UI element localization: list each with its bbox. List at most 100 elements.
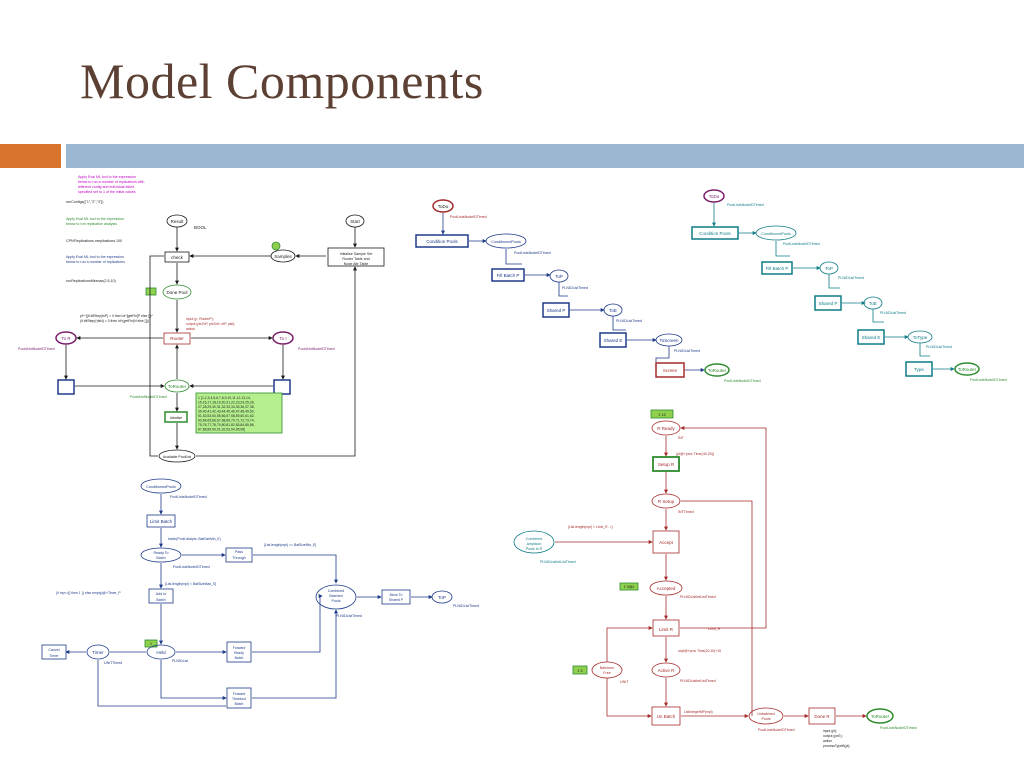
svg-text:Add to: Add to bbox=[156, 592, 166, 596]
svg-text:Samples: Samples bbox=[274, 254, 292, 259]
svg-text:UNIT: UNIT bbox=[620, 680, 629, 684]
place-done-pool[interactable] bbox=[162, 284, 192, 300]
svg-text:input (p, RouterP);: input (p, RouterP); bbox=[186, 317, 214, 321]
transition-limit-batch[interactable] bbox=[146, 514, 176, 528]
place-to-i[interactable] bbox=[272, 331, 294, 345]
place-unbatched-pools[interactable] bbox=[748, 707, 784, 725]
place-to-router-b[interactable] bbox=[954, 362, 980, 376]
svg-text:PLNIDListIntListTimed: PLNIDListIntListTimed bbox=[540, 560, 576, 564]
svg-text:(if #ifStep(r)tsN) = 0 then id: (if #ifStep(r)tsN) = 0 then id^(getFin)N… bbox=[80, 319, 149, 323]
place-todo-a[interactable] bbox=[432, 199, 454, 213]
place-to-r[interactable] bbox=[55, 331, 77, 345]
svg-text:Available PoolList: Available PoolList bbox=[163, 455, 191, 459]
svg-text:ToRouter: ToRouter bbox=[708, 368, 727, 373]
svg-text:action: action bbox=[823, 739, 832, 743]
transition-check[interactable] bbox=[164, 251, 190, 263]
transition-move-to-shared-p[interactable] bbox=[381, 589, 411, 605]
svg-text:rwpl@+proc Time(20,10)+15: rwpl@+proc Time(20,10)+15 bbox=[678, 649, 721, 653]
place-conditioned-pools-b[interactable] bbox=[755, 225, 797, 241]
svg-text:15,16,17,18,19,20,21,22,23,24,: 15,16,17,18,19,20,21,22,23,24,25,26, bbox=[198, 401, 255, 405]
svg-text:1: 1 bbox=[150, 642, 152, 646]
svg-text:PLNIDListTimed: PLNIDListTimed bbox=[336, 614, 362, 618]
transition-pass-through[interactable] bbox=[225, 547, 253, 563]
transition-type[interactable] bbox=[905, 361, 933, 377]
svg-text:input (pl);: input (pl); bbox=[823, 729, 837, 733]
transition-forward-timedout-batch[interactable] bbox=[226, 687, 252, 709]
transition-forward-ready-batch[interactable] bbox=[226, 641, 252, 663]
svg-text:Forward: Forward bbox=[233, 646, 246, 650]
svg-text:Done Pool: Done Pool bbox=[166, 290, 187, 295]
transition-sub-r[interactable] bbox=[57, 379, 75, 395]
transition-limit-r[interactable] bbox=[652, 619, 680, 637]
svg-text:1`[1,2,3,4,5,6,7,8,9,10,11,12,: 1`[1,2,3,4,5,6,7,8,9,10,11,12,13,14, bbox=[198, 396, 251, 400]
place-combined-amplicon[interactable] bbox=[513, 530, 555, 554]
place-combined-batched[interactable] bbox=[315, 584, 357, 610]
place-r-ready[interactable] bbox=[651, 420, 681, 436]
svg-text:PoolListsNodeIDTimed: PoolListsNodeIDTimed bbox=[727, 203, 764, 207]
svg-text:Ready To: Ready To bbox=[153, 551, 168, 555]
place-to-router-a[interactable] bbox=[704, 363, 730, 377]
svg-text:PLNIDListTimed: PLNIDListTimed bbox=[562, 286, 588, 290]
svg-text:PoolListsNodeIDTimed: PoolListsNodeIDTimed bbox=[514, 251, 551, 255]
transition-un-batch[interactable] bbox=[651, 706, 681, 726]
place-conditioned-pools-c[interactable] bbox=[140, 478, 182, 494]
svg-text:Timedout: Timedout bbox=[232, 697, 246, 701]
svg-text:Combined: Combined bbox=[526, 537, 542, 541]
transition-fill-batch-p-a[interactable] bbox=[491, 268, 525, 282]
transition-setup-r[interactable] bbox=[652, 456, 680, 472]
token-r-ready bbox=[650, 409, 674, 419]
place-held[interactable] bbox=[146, 644, 176, 660]
transition-add-to-batch[interactable] bbox=[148, 588, 174, 604]
svg-text:Type: Type bbox=[914, 367, 924, 372]
svg-text:Condition Pools: Condition Pools bbox=[699, 231, 731, 236]
svg-text:Screen: Screen bbox=[663, 368, 678, 373]
svg-text:63,64,65,66,67,68,69,70,71,72,: 63,64,65,66,67,68,69,70,71,72,73,74, bbox=[198, 419, 255, 423]
svg-text:Cancel: Cancel bbox=[48, 648, 59, 652]
transition-shared-p-a[interactable] bbox=[542, 302, 570, 318]
transition-done-r[interactable] bbox=[808, 707, 836, 725]
place-r-setup[interactable] bbox=[651, 493, 681, 509]
svg-text:Batch: Batch bbox=[235, 656, 244, 660]
place-to-router-c[interactable] bbox=[866, 708, 894, 724]
transition-condition-pools-a[interactable] bbox=[415, 234, 469, 248]
transition-initialise[interactable] bbox=[327, 247, 385, 267]
place-to-router[interactable] bbox=[164, 379, 190, 393]
transition-accept[interactable] bbox=[652, 530, 680, 554]
svg-text:ToRouter: ToRouter bbox=[168, 384, 187, 389]
transition-sub-i[interactable] bbox=[273, 379, 291, 395]
place-conditioned-pools-a[interactable] bbox=[485, 233, 527, 249]
place-todo-b[interactable] bbox=[703, 189, 725, 203]
svg-text:PLNIDListIntListTimed: PLNIDListIntListTimed bbox=[680, 679, 716, 683]
place-timer[interactable] bbox=[86, 644, 110, 660]
svg-text:Pools: Pools bbox=[332, 599, 341, 603]
svg-text:[List.length(mpl) < Limit_R -: [List.length(mpl) < Limit_R - r] bbox=[568, 525, 613, 529]
transition-fill-batch-p-b[interactable] bbox=[761, 261, 793, 275]
transition-counter[interactable] bbox=[164, 411, 188, 423]
svg-text:Node Attr Table: Node Attr Table bbox=[344, 262, 369, 266]
transition-screen[interactable] bbox=[655, 362, 685, 378]
svg-text:UNITTimed: UNITTimed bbox=[104, 661, 122, 665]
svg-text:Active R: Active R bbox=[658, 668, 676, 673]
svg-text:1`0@0: 1`0@0 bbox=[624, 585, 635, 589]
svg-text:Forward: Forward bbox=[233, 692, 246, 696]
transition-condition-pools-b[interactable] bbox=[691, 226, 739, 240]
transition-shared-p-b[interactable] bbox=[814, 295, 842, 311]
transition-router[interactable] bbox=[163, 332, 191, 345]
svg-text:batch(PoolListsIpls, BatSizeMi: batch(PoolListsIpls, BatSizeMin_E) bbox=[168, 537, 221, 541]
place-active-r[interactable] bbox=[651, 662, 681, 678]
svg-text:processTypeB(pl);: processTypeB(pl); bbox=[823, 744, 850, 748]
place-to-p-c[interactable] bbox=[431, 590, 453, 604]
transition-shared-e-a[interactable] bbox=[599, 332, 627, 348]
transition-shared-e-b[interactable] bbox=[857, 329, 885, 345]
transition-cancel-timer[interactable] bbox=[41, 644, 67, 660]
place-batchers-free[interactable] bbox=[591, 661, 623, 679]
place-available-pool[interactable] bbox=[158, 449, 196, 463]
svg-text:PLNIDList: PLNIDList bbox=[172, 659, 188, 663]
place-accepted[interactable] bbox=[649, 580, 683, 596]
svg-text:PoolListsNodeIDTimed: PoolListsNodeIDTimed bbox=[783, 242, 820, 246]
svg-text:Limit Batch: Limit Batch bbox=[150, 519, 173, 524]
svg-text:ConditionedPools: ConditionedPools bbox=[761, 232, 791, 236]
token-accepted bbox=[619, 582, 639, 591]
place-ready-to-batch[interactable] bbox=[140, 547, 182, 563]
